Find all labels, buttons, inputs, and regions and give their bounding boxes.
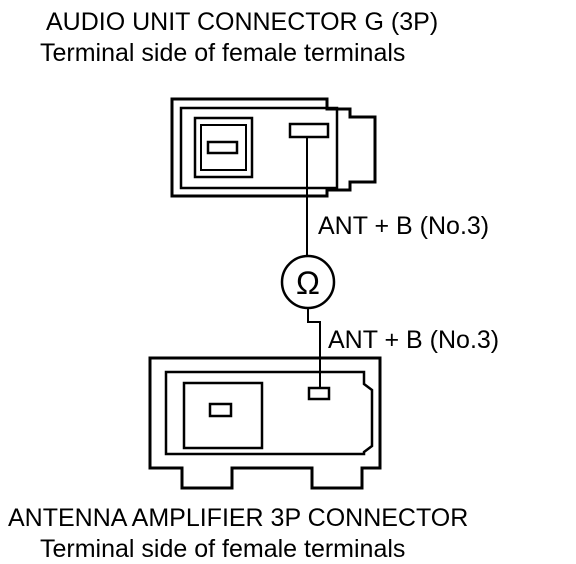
bottom-terminal-3 bbox=[307, 386, 331, 401]
top-terminal-label: ANT + B (No.3) bbox=[318, 212, 490, 240]
antenna-amplifier-connector bbox=[148, 356, 382, 490]
bottom-connector-title: ANTENNA AMPLIFIER 3P CONNECTOR bbox=[8, 504, 469, 532]
top-connector-title: AUDIO UNIT CONNECTOR G (3P) bbox=[46, 8, 439, 36]
audio-unit-connector bbox=[170, 97, 377, 198]
bottom-connector-subtitle: Terminal side of female terminals bbox=[40, 535, 406, 563]
ohm-symbol: Ω bbox=[296, 265, 320, 301]
top-connector-subtitle: Terminal side of female terminals bbox=[40, 39, 406, 67]
top-terminal-3 bbox=[288, 122, 330, 139]
probe-wire-bottom bbox=[307, 308, 321, 388]
bottom-terminal-label: ANT + B (No.3) bbox=[328, 326, 500, 354]
